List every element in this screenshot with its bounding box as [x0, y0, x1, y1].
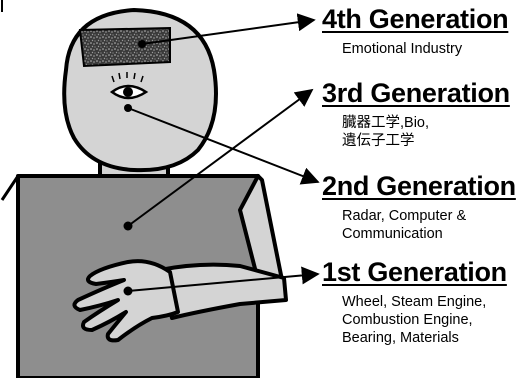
generation-1-label: 1st Generation Wheel, Steam Engine, Comb…	[322, 257, 507, 347]
generation-title: 4th Generation	[322, 4, 509, 34]
forearm	[158, 262, 288, 320]
generation-3-label: 3rd Generation 臓器工学,Bio, 遺伝子工学	[322, 78, 510, 150]
left-shoulder	[0, 175, 20, 201]
generation-4-label: 4th Generation Emotional Industry	[322, 4, 509, 58]
generation-2-label: 2nd Generation Radar, Computer & Communi…	[322, 171, 516, 243]
generation-title: 1st Generation	[322, 257, 507, 287]
arrow-gen4	[141, 13, 316, 45]
generation-description: 臓器工学,Bio, 遺伝子工学	[342, 115, 430, 149]
generation-description: Emotional Industry	[342, 41, 463, 57]
generation-description: Radar, Computer & Communication	[342, 208, 467, 242]
generation-title: 2nd Generation	[322, 171, 516, 201]
arrow-gen3	[127, 88, 314, 227]
hand-icon	[72, 259, 180, 343]
generation-description: Wheel, Steam Engine, Combustion Engine, …	[342, 294, 487, 346]
generation-title: 3rd Generation	[322, 78, 510, 108]
brain-icon	[78, 26, 171, 68]
arrow-gen2	[127, 107, 320, 185]
arrow-gen1	[127, 266, 320, 292]
eye-icon	[109, 72, 149, 100]
